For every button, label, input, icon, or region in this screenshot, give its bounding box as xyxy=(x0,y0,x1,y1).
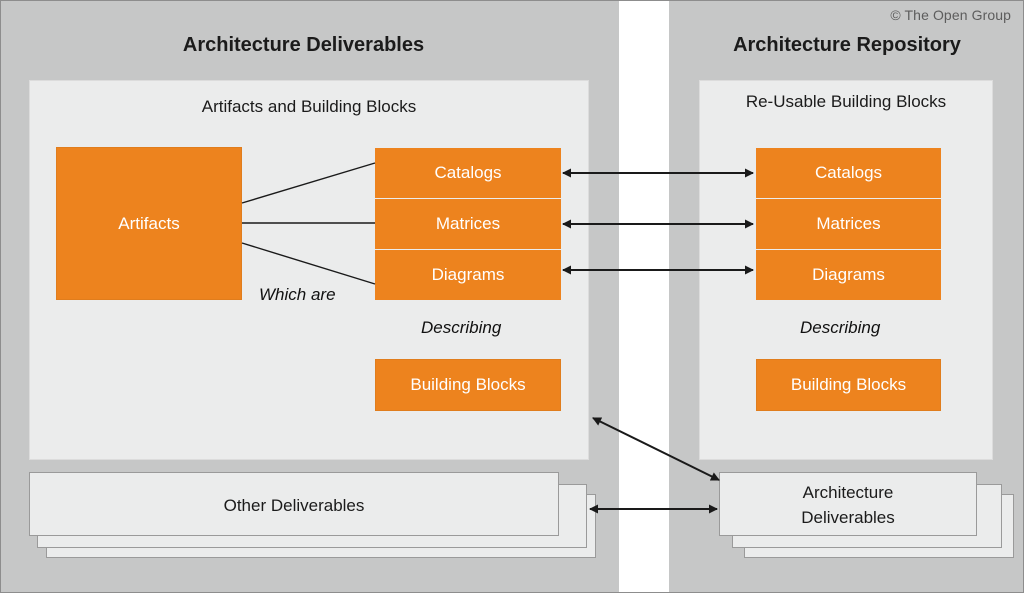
left-catalogs-box[interactable]: Catalogs xyxy=(375,148,561,198)
which-are-label: Which are xyxy=(259,285,336,304)
right-catalogs-box[interactable]: Catalogs xyxy=(756,148,941,198)
left-panel-title: Architecture Deliverables xyxy=(182,34,425,56)
right-panel-title: Architecture Repository xyxy=(733,34,961,56)
left-building-blocks-box[interactable]: Building Blocks xyxy=(375,359,561,411)
right-diagrams-box[interactable]: Diagrams xyxy=(756,250,941,300)
right-inner-heading: Re-Usable Building Blocks xyxy=(745,92,947,111)
architecture-deliverables-card-front[interactable] xyxy=(719,472,977,536)
right-building-blocks-box[interactable]: Building Blocks xyxy=(756,359,941,411)
architecture-deliverables-label: Architecture Deliverables xyxy=(801,483,895,527)
left-inner-heading: Artifacts and Building Blocks xyxy=(201,97,417,116)
right-matrices-box[interactable]: Matrices xyxy=(756,199,941,249)
left-matrices-box[interactable]: Matrices xyxy=(375,199,561,249)
other-deliverables-label: Other Deliverables xyxy=(223,496,365,515)
artifacts-box[interactable]: Artifacts xyxy=(56,147,242,300)
right-describing-label: Describing xyxy=(800,318,881,337)
copyright-notice: © The Open Group xyxy=(890,7,1011,23)
left-describing-label: Describing xyxy=(421,318,502,337)
other-deliverables-card-front[interactable] xyxy=(29,472,559,536)
left-diagrams-box[interactable]: Diagrams xyxy=(375,250,561,300)
